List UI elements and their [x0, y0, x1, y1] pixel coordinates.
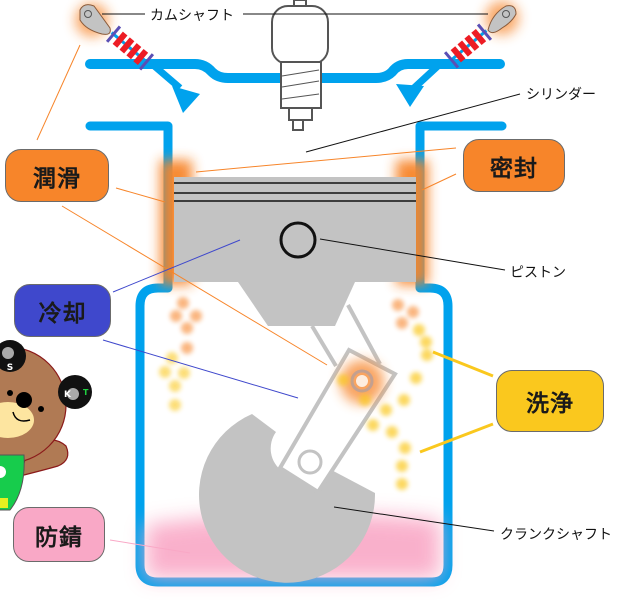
- exhaust-valve-head: [396, 84, 424, 107]
- ear-badge-left: S: [0, 340, 26, 373]
- crankshaft-counterweight: [199, 414, 376, 583]
- svg-text:K: K: [64, 390, 72, 400]
- intake-valve: [149, 61, 183, 91]
- role-lubrication: 潤滑: [5, 149, 109, 202]
- piston-pin: [279, 221, 317, 259]
- role-sealing: 密封: [463, 139, 565, 192]
- spark-plug: [271, 0, 329, 131]
- wash-droplets-left: [159, 352, 190, 411]
- svg-text:S: S: [7, 363, 13, 373]
- oil-droplets-right: [392, 299, 419, 329]
- exhaust-valve: [411, 61, 443, 91]
- wash-droplets-right: [337, 324, 433, 490]
- connecting-rod: [277, 304, 398, 495]
- small-end-hole: [350, 369, 374, 393]
- small-end-center: [356, 375, 368, 387]
- piston-label: ピストン: [510, 265, 566, 281]
- intake-valve-head: [172, 86, 200, 113]
- crankshaft-label: クランクシャフト: [500, 527, 612, 543]
- valve-spring-right: [443, 23, 493, 69]
- role-cleaning: 洗浄: [496, 370, 604, 432]
- oil-droplets-left: [170, 297, 202, 354]
- piston-body: [174, 177, 416, 326]
- leader-lines: [36, 13, 521, 554]
- role-rust-prevention: 防錆: [13, 507, 105, 562]
- role-cooling: 冷却: [14, 284, 111, 337]
- ear-badge-right: K T: [58, 375, 92, 409]
- valve-spring-left: [105, 25, 155, 71]
- camshaft-right: [485, 1, 519, 35]
- camshaft-left: [75, 3, 111, 37]
- camshaft-label: カムシャフト: [150, 8, 234, 24]
- bear-mascot: S K T: [0, 340, 92, 511]
- cylinder-label: シリンダー: [526, 87, 596, 103]
- cylinder-head: [85, 59, 505, 113]
- svg-text:T: T: [83, 388, 89, 397]
